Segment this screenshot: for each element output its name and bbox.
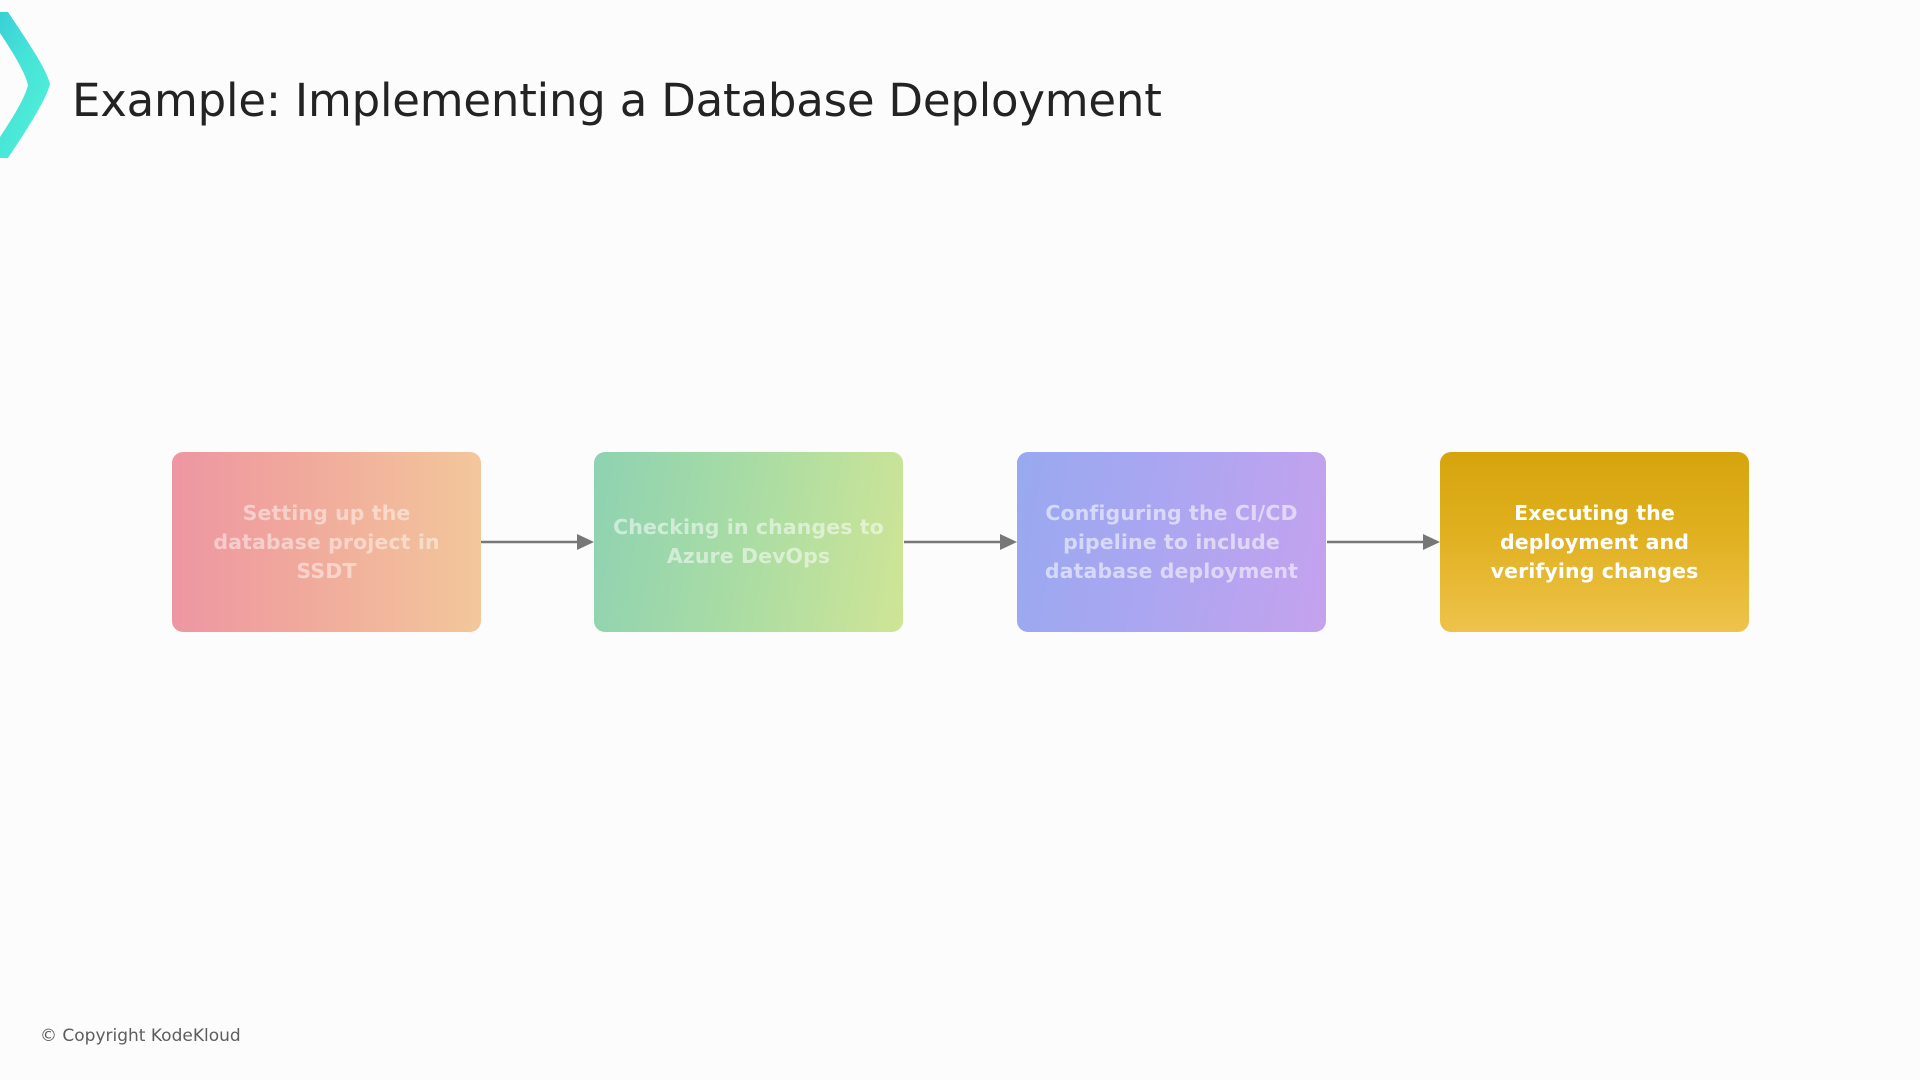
arrow-step-3-to-4 [1327, 530, 1440, 554]
flow-step-3[interactable]: Configuring the CI/CD pipeline to includ… [1017, 452, 1326, 632]
flow-step-1[interactable]: Setting up the database project in SSDT [172, 452, 481, 632]
flow-step-4-label: Executing the deployment and verifying c… [1490, 500, 1699, 583]
arrow-step-2-to-3 [904, 530, 1017, 554]
process-flow-diagram: Setting up the database project in SSDT … [0, 452, 1920, 632]
footer-copyright: © Copyright KodeKloud [40, 1026, 241, 1046]
arrow-step-1-to-2 [481, 530, 594, 554]
flow-step-3-label: Configuring the CI/CD pipeline to includ… [1044, 500, 1299, 583]
flow-step-2[interactable]: Checking in changes to Azure DevOps [594, 452, 903, 632]
flow-step-1-label: Setting up the database project in SSDT [213, 500, 440, 583]
kodekloud-chevron-logo [0, 6, 54, 164]
page-title: Example: Implementing a Database Deploym… [72, 74, 1162, 127]
flow-step-4[interactable]: Executing the deployment and verifying c… [1440, 452, 1749, 632]
flow-step-2-label: Checking in changes to Azure DevOps [613, 515, 884, 568]
